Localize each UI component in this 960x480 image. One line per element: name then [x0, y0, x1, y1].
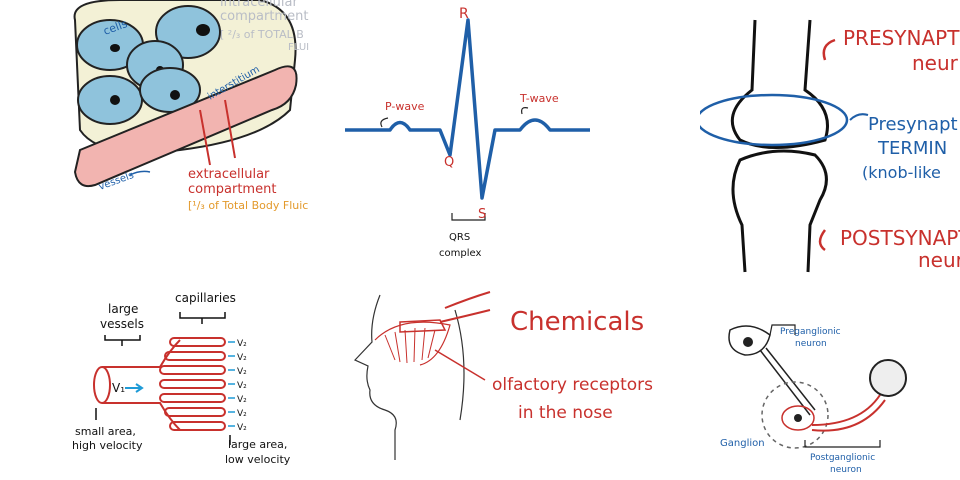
terminal-label-2: TERMIN [877, 138, 947, 159]
v2-label-1: V₂ [237, 339, 247, 349]
postganglionic-neuron-label: neuron [830, 465, 862, 475]
large-label: large [108, 302, 138, 316]
v1-label: V₁ [112, 381, 125, 395]
terminal-label-1: Presynapt [868, 114, 958, 135]
v2-label-6: V₂ [237, 409, 247, 419]
low-velocity-label: low velocity [225, 453, 291, 466]
ecg-diagram: R Q S P-wave T-wave QRS complex [340, 0, 600, 270]
v2-label-7: V₂ [237, 423, 247, 433]
ganglion-diagram: Preganglionic neuron Ganglion Postgangli… [700, 300, 960, 480]
v2-label-2: V₂ [237, 353, 247, 363]
preganglionic-neuron-label: neuron [795, 339, 827, 349]
vessels-label: vessels [100, 317, 144, 331]
v2-label-4: V₂ [237, 381, 247, 391]
chemicals-label: Chemicals [510, 307, 644, 337]
capillaries-label: capillaries [175, 291, 236, 305]
preganglionic-label: Preganglionic [780, 327, 841, 337]
postganglionic-label: Postganglionic [810, 453, 875, 463]
fluid-compartment-diagram: cells intracellular compartment [ ²/₃ of… [60, 0, 320, 230]
presynaptic-neuron-label: neur [912, 51, 959, 75]
presynaptic-label: PRESYNAPT [843, 26, 960, 50]
s-label: S [478, 207, 486, 222]
r-peak-label: R [459, 6, 469, 22]
v2-label-3: V₂ [237, 367, 247, 377]
v2-label-5: V₂ [237, 395, 247, 405]
qrs-label: QRS [449, 232, 470, 243]
ganglion-label: Ganglion [720, 438, 765, 449]
intra-fluid-label: FLUI [288, 42, 309, 53]
synapse-diagram: PRESYNAPT neur Presynapt TERMIN (knob-li… [700, 0, 960, 290]
olfaction-diagram: Chemicals olfactory receptors in the nos… [340, 280, 660, 480]
vessel-velocity-diagram: large vessels capillaries V₁ V₂ V₂ V₂ V₂… [60, 280, 320, 480]
t-wave-label: T-wave [519, 92, 559, 105]
compartment-label: compartment [220, 9, 308, 24]
in-nose-label: in the nose [518, 403, 613, 423]
large-area-label: large area, [228, 438, 287, 451]
intra-fraction-label: [ ²/₃ of TOTAL B [220, 28, 304, 41]
extra-compartment-label: compartment [188, 182, 276, 197]
q-label: Q [444, 155, 454, 170]
high-velocity-label: high velocity [72, 439, 143, 452]
extra-fraction-label: [¹/₃ of Total Body Fluic [188, 199, 308, 212]
complex-label: complex [439, 248, 481, 259]
intracellular-label: intracellular [220, 0, 298, 10]
terminal-label-3: (knob-like [862, 163, 941, 182]
extracellular-label: extracellular [188, 167, 270, 182]
olfactory-receptors-label: olfactory receptors [492, 375, 653, 395]
p-wave-label: P-wave [385, 100, 425, 113]
postsynaptic-label: POSTSYNAPT [840, 226, 960, 250]
small-area-label: small area, [75, 425, 136, 438]
postsynaptic-neuron-label: neur [918, 248, 960, 272]
